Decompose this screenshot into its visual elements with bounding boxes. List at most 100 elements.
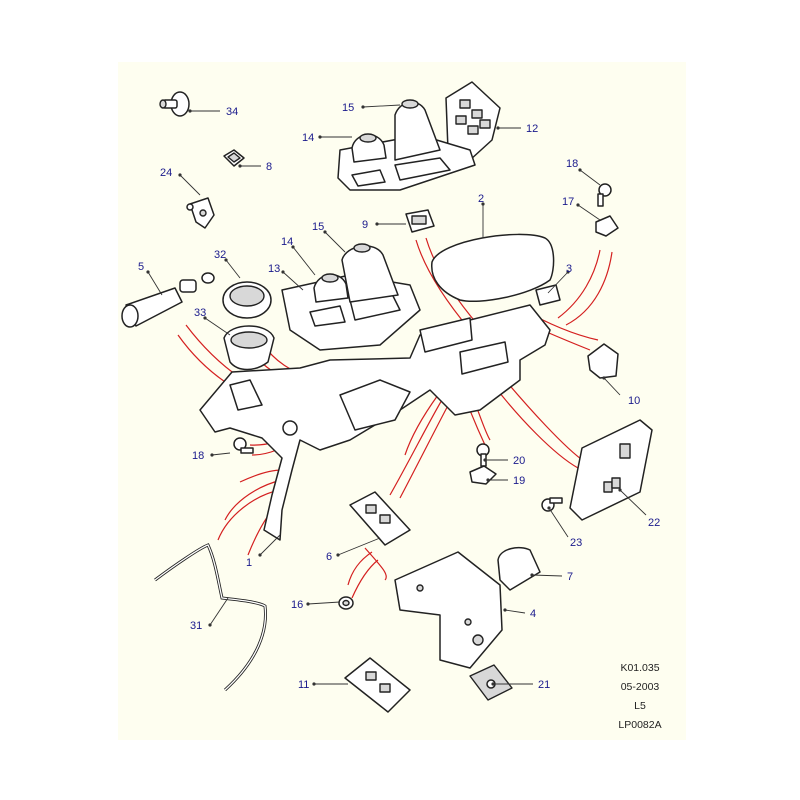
part-5-cigar-lighter xyxy=(121,272,215,328)
leader-dot xyxy=(578,168,582,172)
leader-dot xyxy=(486,478,490,482)
leader-dot xyxy=(566,270,570,274)
part-18-screw-lower xyxy=(233,437,254,454)
reference-code: K01.035 xyxy=(620,662,659,674)
leader-dot xyxy=(483,458,487,462)
part-14-boot-lower xyxy=(313,273,349,303)
callout-18: 18 xyxy=(192,450,204,462)
part-19-nut xyxy=(469,465,497,485)
callout-34: 34 xyxy=(226,106,238,118)
part-15-gear-boot-upper xyxy=(394,99,441,161)
reference-block: K01.035 05-2003 L5 LP0082A xyxy=(618,662,661,731)
reference-drawing: LP0082A xyxy=(618,719,661,731)
callout-5: 5 xyxy=(138,261,144,273)
part-11-plate xyxy=(344,657,411,713)
part-23-screw xyxy=(541,497,563,512)
callout-10: 10 xyxy=(628,395,640,407)
callout-19: 19 xyxy=(513,475,525,487)
leader-dot xyxy=(208,623,212,627)
reference-date: 05-2003 xyxy=(621,681,660,693)
part-7-bin xyxy=(497,547,541,591)
leader-dot xyxy=(146,270,150,274)
leader-dot xyxy=(210,453,214,457)
callout-15: 15 xyxy=(342,102,354,114)
callout-14: 14 xyxy=(281,236,293,248)
part-31-wire-frame xyxy=(154,543,267,692)
leader-dot xyxy=(238,164,242,168)
leader-dot xyxy=(530,573,534,577)
part-10-clip xyxy=(587,343,619,379)
callout-4: 4 xyxy=(530,608,536,620)
callout-31: 31 xyxy=(190,620,202,632)
leader-dot xyxy=(323,230,327,234)
part-20-screw xyxy=(476,443,490,467)
part-33-ashtray xyxy=(223,325,275,371)
leader-dot xyxy=(361,105,365,109)
part-24-cover xyxy=(186,197,215,229)
callout-17: 17 xyxy=(562,196,574,208)
part-14-boot-upper xyxy=(351,133,387,163)
leader-dot xyxy=(481,202,485,206)
callout-13: 13 xyxy=(268,263,280,275)
callout-7: 7 xyxy=(567,571,573,583)
leader-dot xyxy=(306,602,310,606)
leader-dot xyxy=(203,316,207,320)
part-17-clip xyxy=(595,215,619,237)
part-3-hinge xyxy=(535,284,561,306)
callout-21: 21 xyxy=(538,679,550,691)
leader-dot xyxy=(336,553,340,557)
callout-33: 33 xyxy=(194,307,206,319)
part-1-console-body xyxy=(199,304,551,541)
reference-model: L5 xyxy=(634,700,646,712)
leader-dot xyxy=(496,126,500,130)
callout-3: 3 xyxy=(566,263,572,275)
leader-dot xyxy=(503,608,507,612)
callout-labels: 34 8 24 15 14 12 18 17 9 2 15 14 32 5 13… xyxy=(138,102,660,691)
part-18-screw-upper xyxy=(597,183,612,207)
callout-9: 9 xyxy=(362,219,368,231)
leader-dot xyxy=(602,376,606,380)
callout-16: 16 xyxy=(291,599,303,611)
callout-1: 1 xyxy=(246,557,252,569)
callout-18: 18 xyxy=(566,158,578,170)
leader-dot xyxy=(178,173,182,177)
part-15-gear-boot-lower xyxy=(341,243,399,303)
leader-dot xyxy=(188,109,192,113)
leader-dot xyxy=(547,506,551,510)
part-22-side-panel xyxy=(569,419,653,521)
callout-20: 20 xyxy=(513,455,525,467)
leader-dot xyxy=(312,682,316,686)
part-2-armrest-lid xyxy=(431,233,555,303)
part-6-bracket-plate xyxy=(349,491,411,546)
leader-dot xyxy=(224,258,228,262)
callout-14: 14 xyxy=(302,132,314,144)
leader-dot xyxy=(318,135,322,139)
part-34-clip xyxy=(159,91,190,117)
callout-11: 11 xyxy=(298,679,309,691)
part-16-grommet xyxy=(338,596,354,610)
leader-dot xyxy=(375,222,379,226)
part-21-pad xyxy=(469,664,513,701)
callout-12: 12 xyxy=(526,123,538,135)
leader-dot xyxy=(491,682,495,686)
callout-24: 24 xyxy=(160,167,172,179)
leader-dot xyxy=(618,488,622,492)
leader-dot xyxy=(291,245,295,249)
callout-2: 2 xyxy=(478,193,484,205)
part-12-switch-panel xyxy=(445,81,501,161)
leader-lines xyxy=(146,104,647,686)
callout-15: 15 xyxy=(312,221,324,233)
part-32-cup-ring xyxy=(222,281,272,319)
callout-23: 23 xyxy=(570,537,582,549)
part-9-switch xyxy=(405,209,435,233)
part-8-clip xyxy=(223,149,245,167)
leader-dot xyxy=(281,270,285,274)
part-4-bracket xyxy=(394,551,503,669)
callout-32: 32 xyxy=(214,249,226,261)
callout-22: 22 xyxy=(648,517,660,529)
callout-8: 8 xyxy=(266,161,272,173)
callout-6: 6 xyxy=(326,551,332,563)
leader-dot xyxy=(576,203,580,207)
